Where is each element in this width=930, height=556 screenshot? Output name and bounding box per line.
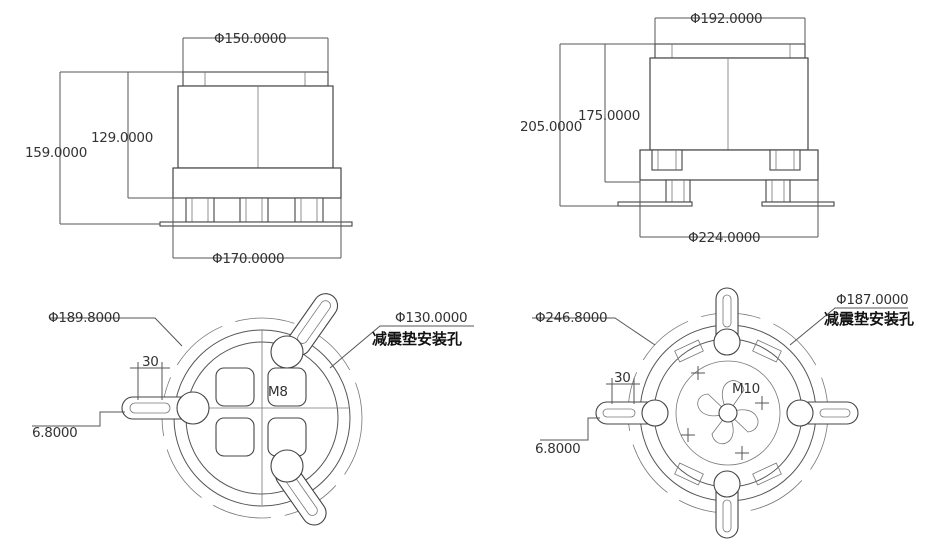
dim-hole-diameter: 6.8000 [535, 441, 580, 457]
cross-markers [681, 366, 769, 460]
mount-hole-label: 减震垫安装孔 [824, 310, 914, 328]
mount-feet [651, 149, 801, 203]
motor-body [177, 85, 334, 169]
top-cap [654, 43, 806, 59]
dim-diameter-top: Φ150.0000 [214, 31, 286, 47]
mount-ears [121, 293, 339, 526]
dim-height-outer: 159.0000 [25, 145, 87, 161]
thread-label: M8 [268, 384, 288, 400]
top-view-small: M8 Φ189.8000 Φ130.0000 减震垫安装孔 30 [32, 293, 474, 526]
dim-slot-width: 30 [614, 370, 631, 386]
side-view-large: Φ192.0000 205.0000 175.0000 Φ224.0000 [520, 11, 835, 246]
ground-plate-left [617, 201, 693, 207]
dim-diameter-bottom: Φ170.0000 [212, 251, 284, 267]
dim-hole-circle: Φ187.0000 [836, 292, 908, 308]
dim-diameter-bottom: Φ224.0000 [688, 230, 760, 246]
dim-outer-diameter: Φ246.8000 [535, 310, 607, 326]
mount-hole-label: 减震垫安装孔 [372, 330, 462, 348]
dim-slot-width: 30 [142, 354, 159, 370]
dim-hole-diameter: 6.8000 [32, 425, 77, 441]
side-view-small: Φ150.0000 159.0000 129.0000 Φ170.0000 [25, 31, 353, 267]
motor-body [649, 57, 809, 151]
thread-label: M10 [732, 381, 760, 397]
rib-segments [674, 339, 782, 486]
dim-height-inner: 129.0000 [91, 130, 153, 146]
dim-outer-diameter: Φ189.8000 [48, 310, 120, 326]
top-view-large: M10 Φ246.8000 Φ187.0000 减震垫安装孔 [532, 287, 914, 539]
dim-diameter-top: Φ192.0000 [690, 11, 762, 27]
mount-feet [185, 197, 324, 223]
dim-hole-circle: Φ130.0000 [395, 310, 467, 326]
dim-height-inner: 175.0000 [578, 108, 640, 124]
ground-plate-right [761, 201, 835, 207]
dim-height-outer: 205.0000 [520, 119, 582, 135]
ground-plate [159, 221, 353, 227]
base-plate [172, 167, 342, 199]
mount-ears [595, 287, 859, 539]
impeller [697, 380, 759, 444]
hub-ring [675, 360, 781, 466]
